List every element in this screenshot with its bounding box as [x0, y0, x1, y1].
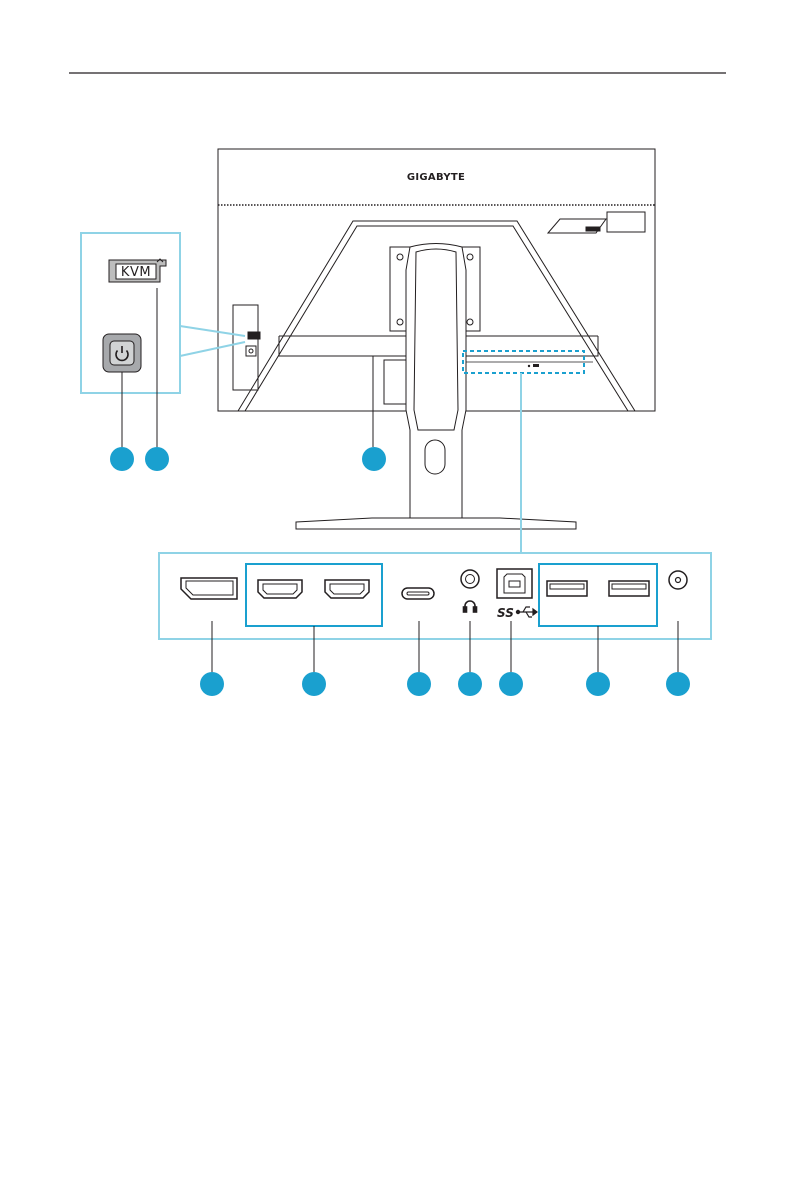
headphone-icon: [464, 601, 477, 612]
svg-text:SS: SS: [497, 606, 514, 620]
usb-a-port: [609, 581, 649, 596]
controls-callout: KVM: [81, 233, 245, 471]
headphone-jack: [461, 570, 479, 612]
displayport-port: [181, 578, 237, 599]
callout-marker: [302, 672, 326, 696]
hdmi-port: [325, 580, 369, 598]
port-panel: SS: [159, 553, 711, 696]
callout-marker: [458, 672, 482, 696]
callout-marker: [407, 672, 431, 696]
callout-marker: [362, 447, 386, 471]
callout-marker: [145, 447, 169, 471]
callout-marker: [499, 672, 523, 696]
usb-c-port: [402, 588, 434, 599]
dc-in-port: [669, 571, 687, 589]
usb-b-port: SS: [497, 569, 537, 620]
usb-a-port: [547, 581, 587, 596]
svg-text:KVM: KVM: [121, 265, 151, 280]
callout-marker: [200, 672, 224, 696]
monitor-stand: [296, 244, 576, 530]
brand-logo: GIGABYTE: [407, 172, 465, 183]
kvm-button: KVM: [109, 259, 166, 282]
callout-marker: [110, 447, 134, 471]
usb-icon: [516, 607, 537, 617]
hdmi-port: [258, 580, 302, 598]
callout-marker: [586, 672, 610, 696]
power-button: [103, 334, 141, 372]
callout-marker: [666, 672, 690, 696]
